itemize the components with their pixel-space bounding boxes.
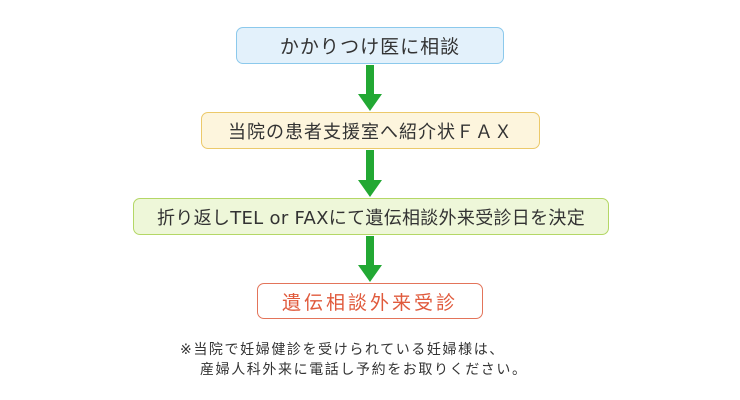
arrow-head <box>358 94 382 111</box>
down-arrow-icon <box>358 150 382 197</box>
step-label: 当院の患者支援室へ紹介状ＦＡＸ <box>228 121 513 143</box>
arrow-head <box>358 265 382 282</box>
footnote-line-1: ※当院で妊婦健診を受けられている妊婦様は、 <box>180 342 505 358</box>
step-decide-appointment-date: 折り返しTEL or FAXにて遺伝相談外来受診日を決定 <box>133 198 609 235</box>
arrow-shaft <box>366 65 374 97</box>
step-label: 遺伝相談外来受診 <box>281 291 458 314</box>
down-arrow-icon <box>358 65 382 111</box>
footnote: ※当院で妊婦健診を受けられている妊婦様は、 産婦人科外来に電話し予約をお取りくだ… <box>180 340 528 380</box>
step-fax-referral: 当院の患者支援室へ紹介状ＦＡＸ <box>201 112 540 149</box>
down-arrow-icon <box>358 236 382 282</box>
step-label: 折り返しTEL or FAXにて遺伝相談外来受診日を決定 <box>157 207 585 229</box>
arrow-head <box>358 180 382 197</box>
footnote-line-2: 産婦人科外来に電話し予約をお取りください。 <box>200 362 528 378</box>
step-genetic-counseling-visit: 遺伝相談外来受診 <box>257 283 483 319</box>
arrow-shaft <box>366 150 374 183</box>
step-consult-family-doctor: かかりつけ医に相談 <box>236 27 504 64</box>
step-label: かかりつけ医に相談 <box>279 36 461 58</box>
arrow-shaft <box>366 236 374 268</box>
